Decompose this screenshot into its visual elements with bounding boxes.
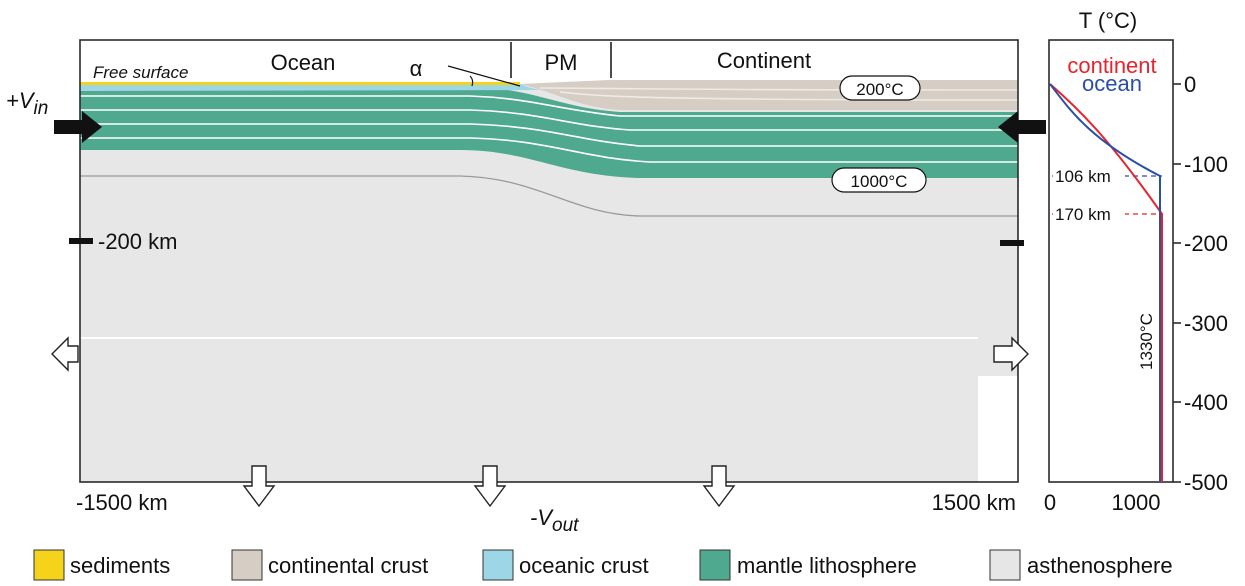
left-outflow-arrow <box>51 336 79 372</box>
alpha-angle-line <box>447 65 521 87</box>
right-inflow-arrow <box>998 111 1046 143</box>
legend-label-sediments: sediments <box>70 553 170 578</box>
legend: sediments continental crust oceanic crus… <box>33 549 1173 581</box>
isotherm-1000-badge: 1000°C <box>831 167 927 193</box>
legend-swatch-oceanic-crust <box>482 549 514 581</box>
continent-base-label-bg <box>1053 203 1125 223</box>
oceanic-crust-layer <box>80 84 540 91</box>
v-out-label: -Vout <box>530 505 579 536</box>
temp-tick-0: 0 <box>1044 490 1056 515</box>
bottom-outflow-arrow-1 <box>242 465 276 508</box>
continent-label: Continent <box>717 48 811 73</box>
continent-base-label: 170 km <box>1055 205 1111 224</box>
continent-geotherm <box>1049 83 1163 482</box>
depth-tick-400: -400 <box>1184 390 1228 415</box>
alpha-angle-arc <box>469 75 474 87</box>
depth-tick-300: -300 <box>1184 311 1228 336</box>
ocean-label: Ocean <box>271 50 336 75</box>
v-in-label: +Vin <box>6 88 48 119</box>
legend-swatch-mantle-lithosphere <box>699 549 731 581</box>
bottom-outflow-arrow-3 <box>702 465 736 508</box>
left-inflow-arrow <box>54 111 102 143</box>
lab-isotherm-line <box>80 175 1018 217</box>
profile-legend-ocean: ocean <box>1082 71 1142 96</box>
isotherm-200-badge: 200°C <box>839 75 921 101</box>
profile-frame <box>1048 39 1174 483</box>
profile-depth-ticks <box>1173 83 1181 483</box>
model-section: Ocean α PM Continent Free surface 200°C … <box>6 39 1046 536</box>
legend-swatch-asthenosphere <box>989 549 1021 581</box>
legend-label-mantle-lithosphere: mantle lithosphere <box>737 553 917 578</box>
depth-tick-100: -100 <box>1184 152 1228 177</box>
left-depth-marker <box>69 238 93 244</box>
depth-tick-0: 0 <box>1184 72 1196 97</box>
ocean-geotherm <box>1049 83 1161 482</box>
right-outflow-arrow <box>993 336 1029 372</box>
left-extent-label: -1500 km <box>76 490 168 515</box>
air-layer <box>80 40 1018 84</box>
isotherm-200-label: 200°C <box>856 80 903 99</box>
legend-label-asthenosphere: asthenosphere <box>1027 553 1173 578</box>
isotherm-1000-label: 1000°C <box>851 172 908 191</box>
temperature-profile: T (°C) continent ocean 0 -100 -200 -300 … <box>1044 8 1228 515</box>
isotherm-lines <box>80 87 1019 163</box>
depth-tick-500: -500 <box>1184 470 1228 495</box>
sediments-layer <box>80 82 520 85</box>
profile-legend-continent: continent <box>1067 53 1156 78</box>
model-frame <box>79 39 1019 483</box>
mantle-temp-label: 1330°C <box>1137 313 1156 370</box>
legend-label-continental-crust: continental crust <box>268 553 428 578</box>
right-extent-label: 1500 km <box>932 490 1016 515</box>
profile-axis-title: T (°C) <box>1079 8 1138 33</box>
mantle-lithosphere-layer <box>80 84 1018 178</box>
depth-marker-label: -200 km <box>98 229 177 254</box>
ocean-base-label-bg <box>1053 165 1125 185</box>
free-surface-label: Free surface <box>93 63 188 82</box>
pm-label: PM <box>545 50 578 75</box>
legend-swatch-sediments <box>33 549 65 581</box>
depth-tick-200: -200 <box>1184 231 1228 256</box>
panel-corner <box>978 376 1018 482</box>
ocean-base-label: 106 km <box>1055 167 1111 186</box>
alpha-label: α <box>410 56 423 81</box>
temp-tick-1000: 1000 <box>1112 490 1161 515</box>
legend-label-oceanic-crust: oceanic crust <box>519 553 649 578</box>
legend-swatch-continental-crust <box>231 549 263 581</box>
bottom-outflow-arrow-2 <box>473 465 507 508</box>
right-depth-marker <box>1000 240 1024 246</box>
